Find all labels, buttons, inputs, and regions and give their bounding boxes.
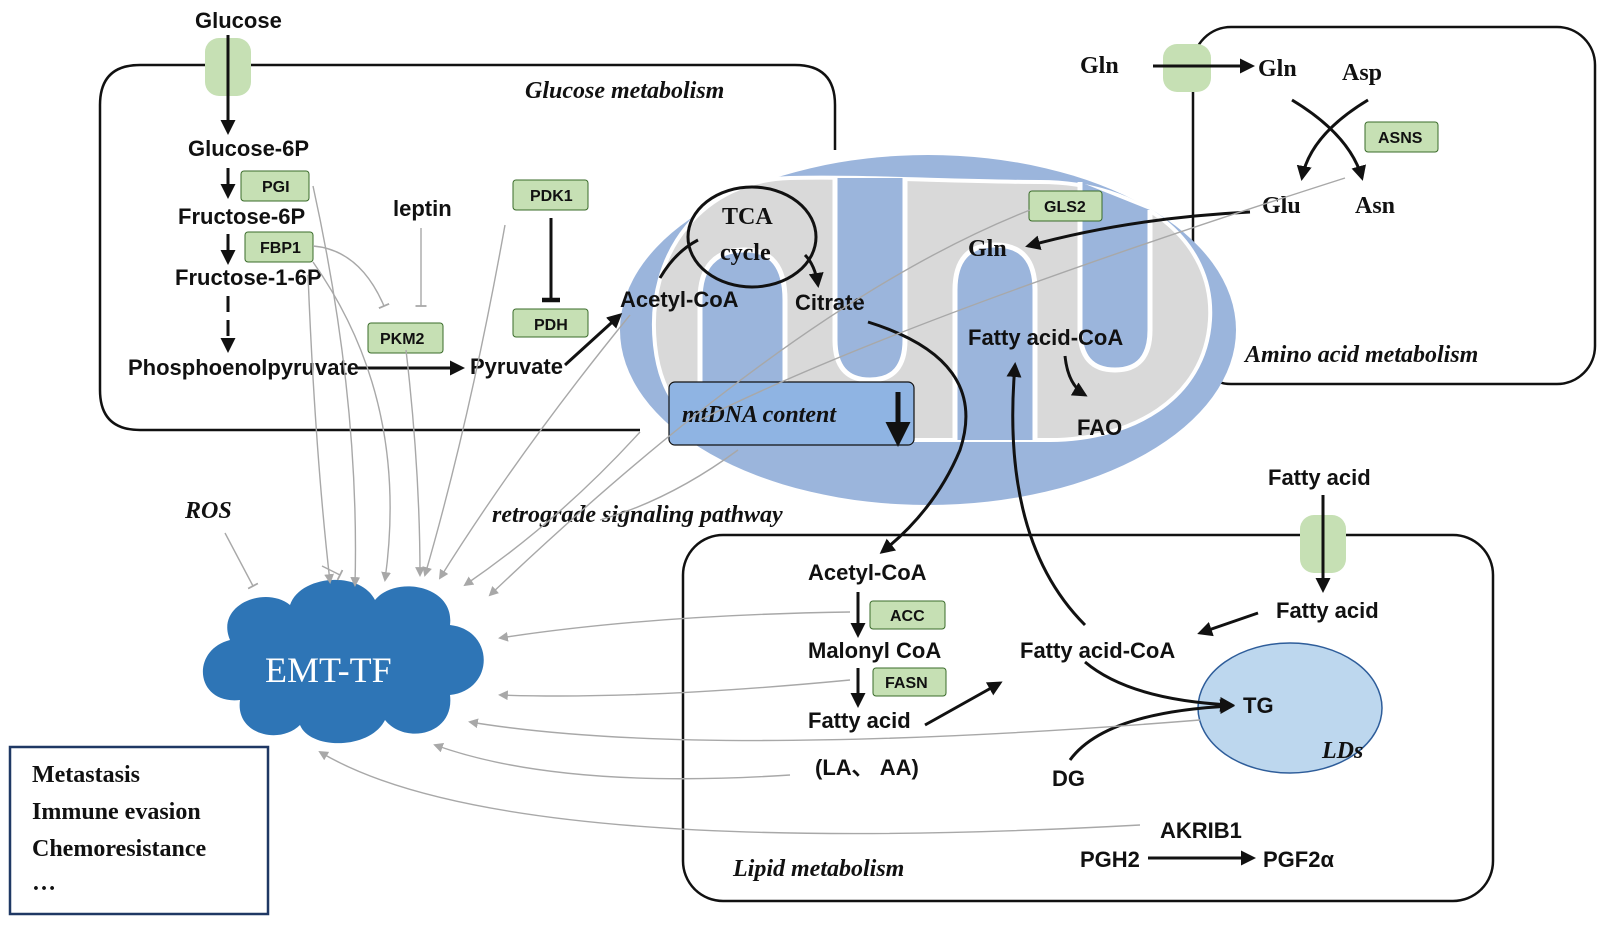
cycle-label: cycle <box>720 240 771 266</box>
fbp1-enzyme-box <box>244 231 314 263</box>
fructose-6p-label: Fructose-6P <box>178 204 305 229</box>
tca-cycle-circle <box>686 185 818 289</box>
leptin-label: leptin <box>393 196 452 221</box>
pkm2-label: PKM2 <box>380 331 425 348</box>
outcome-ellipsis: … <box>32 870 56 896</box>
pdk1-enzyme-box <box>512 179 589 211</box>
gln-mito-label: Gln <box>968 236 1007 262</box>
asp-label: Asp <box>1342 60 1382 86</box>
lipid-compartment-title: Lipid metabolism <box>732 856 904 882</box>
mtdna-content-label: mtDNA content <box>682 402 837 428</box>
amino-compartment-box <box>1191 25 1597 386</box>
amino-compartment-title: Amino acid metabolism <box>1243 342 1478 368</box>
glucose-compartment-box <box>98 63 837 432</box>
asn-label: Asn <box>1355 193 1395 219</box>
acc-label: ACC <box>890 608 925 625</box>
gln-inside-label: Gln <box>1258 56 1297 82</box>
pgi-enzyme-box <box>240 170 310 202</box>
pdh-enzyme-box <box>512 308 589 338</box>
fatty-acid-coa-mito-label: Fatty acid-CoA <box>968 325 1123 350</box>
asns-label: ASNS <box>1378 130 1423 147</box>
fatty-acid-coa-lipid-label: Fatty acid-CoA <box>1020 638 1175 663</box>
retrograde-signaling-label: retrograde signaling pathway <box>492 502 783 528</box>
phosphoenolpyruvate-label: Phosphoenolpyruvate <box>128 355 359 380</box>
pkm2-enzyme-box <box>367 322 444 354</box>
ros-label: ROS <box>184 498 232 524</box>
acc-enzyme-box <box>869 600 946 630</box>
akrib1-label: AKRIB1 <box>1160 818 1242 843</box>
pdk1-label: PDK1 <box>530 188 573 205</box>
fasn-enzyme-box <box>872 667 947 697</box>
glucose-compartment-title: Glucose metabolism <box>525 78 724 104</box>
outcome-chemoresistance: Chemoresistance <box>32 836 207 862</box>
pgi-label: PGI <box>262 179 290 196</box>
outcome-immune-evasion: Immune evasion <box>32 799 201 825</box>
la-aa-label: (LA、 AA) <box>815 755 919 780</box>
fatty-acid-lipid-label: Fatty acid <box>808 708 911 733</box>
emt-tf-cloud: EMT-TF <box>202 579 484 744</box>
fao-label: FAO <box>1077 415 1122 440</box>
pyruvate-label: Pyruvate <box>470 354 563 379</box>
citrate-label: Citrate <box>795 290 865 315</box>
pgh2-label: PGH2 <box>1080 847 1140 872</box>
gls2-label: GLS2 <box>1044 199 1086 216</box>
pdh-label: PDH <box>534 317 568 334</box>
outcome-metastasis: Metastasis <box>32 762 140 788</box>
ld-label: LDs <box>1321 738 1363 764</box>
pgf2a-label: PGF2α <box>1263 847 1334 872</box>
mtdna-content-box <box>668 381 915 446</box>
fatty-acid-inside-label: Fatty acid <box>1276 598 1379 623</box>
fructose-1-6p-label: Fructose-1-6P <box>175 265 322 290</box>
lipid-compartment-box <box>681 533 1495 903</box>
dg-label: DG <box>1052 766 1085 791</box>
glucose-6p-label: Glucose-6P <box>188 136 309 161</box>
acetyl-coa-mito-label: Acetyl-CoA <box>620 287 739 312</box>
signaling-arrows <box>307 177 1346 835</box>
tg-label: TG <box>1243 693 1274 718</box>
glu-label: Glu <box>1262 193 1301 219</box>
gln-transporter-icon <box>1163 44 1211 92</box>
malonyl-coa-label: Malonyl CoA <box>808 638 941 663</box>
fasn-label: FASN <box>885 675 928 692</box>
fatty-acid-outside-label: Fatty acid <box>1268 465 1371 490</box>
gln-outside-label: Gln <box>1080 53 1119 79</box>
glucose-label: Glucose <box>195 8 282 33</box>
acetyl-coa-lipid-label: Acetyl-CoA <box>808 560 927 585</box>
outcomes-box <box>8 745 270 916</box>
tca-label: TCA <box>722 204 773 230</box>
fbp1-label: FBP1 <box>260 240 301 257</box>
asns-enzyme-box <box>1364 121 1439 153</box>
gls2-enzyme-box <box>1028 190 1103 222</box>
emt-tf-label: EMT-TF <box>265 650 392 690</box>
mitochondrion <box>620 155 1236 505</box>
